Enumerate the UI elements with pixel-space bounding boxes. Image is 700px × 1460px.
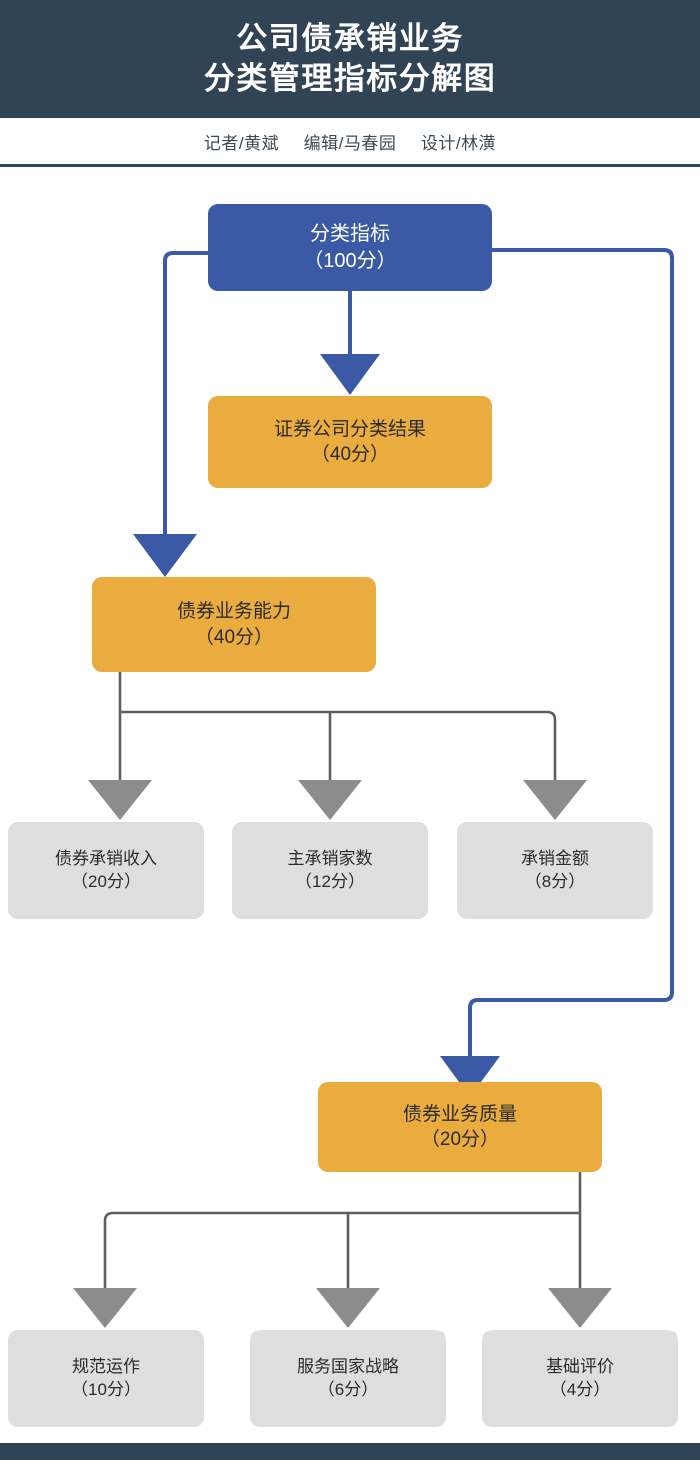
- connector-root-to-bond-quality: [468, 248, 674, 1057]
- flowchart-svg: [8, 204, 678, 1427]
- node-box-classification-index[interactable]: [208, 204, 492, 291]
- arrowhead-to-compliant-operation: [73, 1288, 137, 1328]
- arrowhead-to-serving-national-strategy: [316, 1288, 380, 1328]
- node-box-basic-evaluation[interactable]: [482, 1330, 678, 1427]
- arrowhead-to-underwriting-amount: [523, 780, 587, 820]
- connector-quality-bus: [103, 1211, 580, 1289]
- byline-editor: 编辑/马春园: [303, 134, 397, 153]
- node-box-compliant-operation[interactable]: [8, 1330, 204, 1427]
- arrowhead-to-lead-underwriter-count: [298, 780, 362, 820]
- node-box-underwriting-amount[interactable]: [457, 822, 653, 919]
- connector-capability-bus: [120, 710, 557, 781]
- byline-bar: 记者/黄斌 编辑/马春园 设计/林潢: [0, 118, 700, 165]
- arrowhead-to-bond-capability: [133, 534, 197, 577]
- footer-banner: [0, 1443, 700, 1460]
- node-box-bond-underwriting-income[interactable]: [8, 822, 204, 919]
- byline-designer: 设计/林潢: [420, 134, 497, 153]
- page-title-line-1: 公司债承销业务: [236, 21, 464, 56]
- flowchart-canvas: 分类指标 （100分） 证券公司分类结果 （40分） 债券业务能力 （40分） …: [0, 167, 700, 1443]
- connector-root-to-bond-capability: [163, 251, 210, 535]
- byline-reporter: 记者/黄斌: [203, 134, 280, 153]
- arrowhead-to-underwriting-income: [88, 780, 152, 820]
- node-box-securities-firm-classification-result[interactable]: [208, 396, 492, 488]
- byline: 记者/黄斌 编辑/马春园 设计/林潢: [204, 129, 496, 154]
- arrowhead-to-basic-evaluation: [548, 1288, 612, 1328]
- arrowhead-to-classification-result: [320, 354, 380, 395]
- arrowhead-to-bond-quality: [440, 1056, 500, 1097]
- page-title-line-2: 分类管理指标分解图: [203, 61, 497, 96]
- node-box-bond-business-capability[interactable]: [92, 577, 376, 672]
- node-box-serving-national-strategy[interactable]: [250, 1330, 446, 1427]
- node-box-lead-underwriter-count[interactable]: [232, 822, 428, 919]
- header-divider-rule: [0, 164, 700, 167]
- node-box-bond-business-quality[interactable]: [318, 1082, 602, 1172]
- header-banner: 公司债承销业务 分类管理指标分解图: [0, 0, 700, 118]
